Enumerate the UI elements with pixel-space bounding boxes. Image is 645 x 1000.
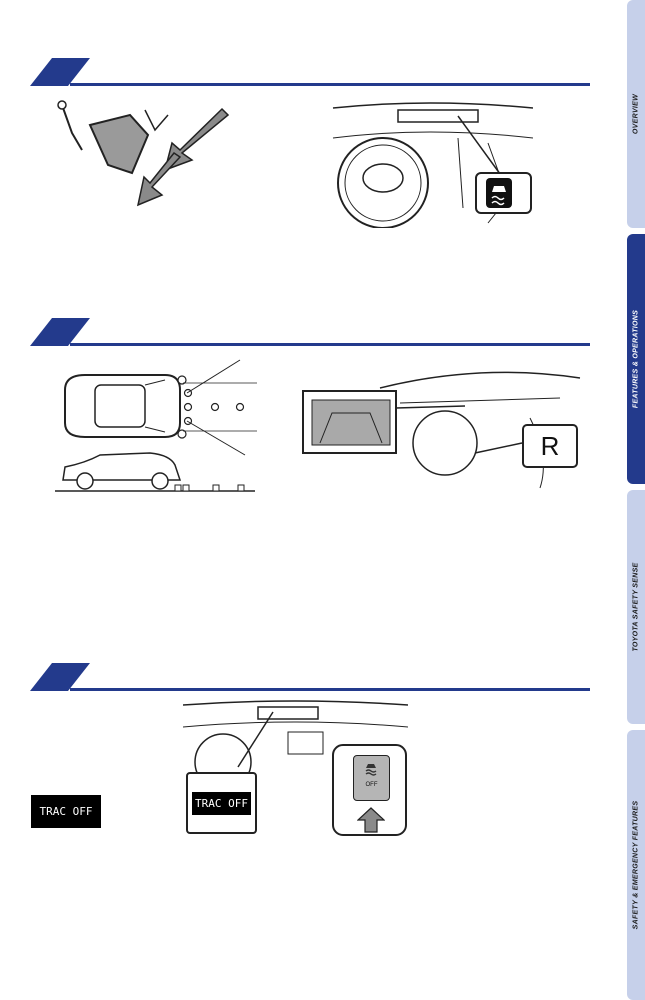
side-tab-label: SAFETY & EMERGENCY FEATURES (632, 800, 640, 930)
side-tab-label: OVERVIEW (632, 93, 640, 135)
switch-off-label: OFF (365, 782, 378, 788)
reverse-gear-callout: R (522, 424, 578, 468)
trac-off-switch-illustration: TRAC OFF OFF (183, 697, 408, 837)
section-tab-marker (30, 663, 90, 691)
section-tab-marker (30, 58, 90, 86)
side-tab-features-operations[interactable]: FEATURES & OPERATIONS (627, 234, 645, 484)
section-rule (70, 343, 590, 346)
car-side-view (62, 452, 182, 490)
side-tab-label: FEATURES & OPERATIONS (632, 309, 640, 409)
skid-indicator-icon (486, 178, 512, 208)
section-rule (70, 83, 590, 86)
section-bar-2 (30, 318, 590, 346)
side-tab-overview[interactable]: OVERVIEW (627, 0, 645, 228)
reverse-gear-letter: R (540, 430, 560, 461)
press-arrow-icon (357, 807, 385, 833)
section-bar-3 (30, 663, 590, 691)
car-top-view (64, 374, 181, 438)
side-tab-safety-emergency-features[interactable]: SAFETY & EMERGENCY FEATURES (627, 730, 645, 1000)
brake-pedal-illustration (57, 100, 230, 207)
side-tab-toyota-safety-sense[interactable]: TOYOTA SAFETY SENSE (627, 490, 645, 724)
trac-off-callout-label: TRAC OFF (192, 791, 251, 815)
backup-camera-illustration: R (300, 358, 585, 490)
section-rule (70, 688, 590, 691)
trac-off-indicator: TRAC OFF (31, 795, 101, 828)
section-bar-1 (30, 58, 590, 86)
parking-sensor-illustration (55, 359, 257, 492)
brake-pedal-icon (57, 100, 169, 175)
side-tab-label: TOYOTA SAFETY SENSE (632, 562, 640, 652)
dashboard-skid-illustration (332, 102, 533, 228)
trac-off-callout: TRAC OFF (186, 772, 257, 834)
traction-control-switch-icon (365, 764, 377, 776)
section-tab-marker (30, 318, 90, 346)
traction-control-switch: OFF (353, 755, 390, 801)
